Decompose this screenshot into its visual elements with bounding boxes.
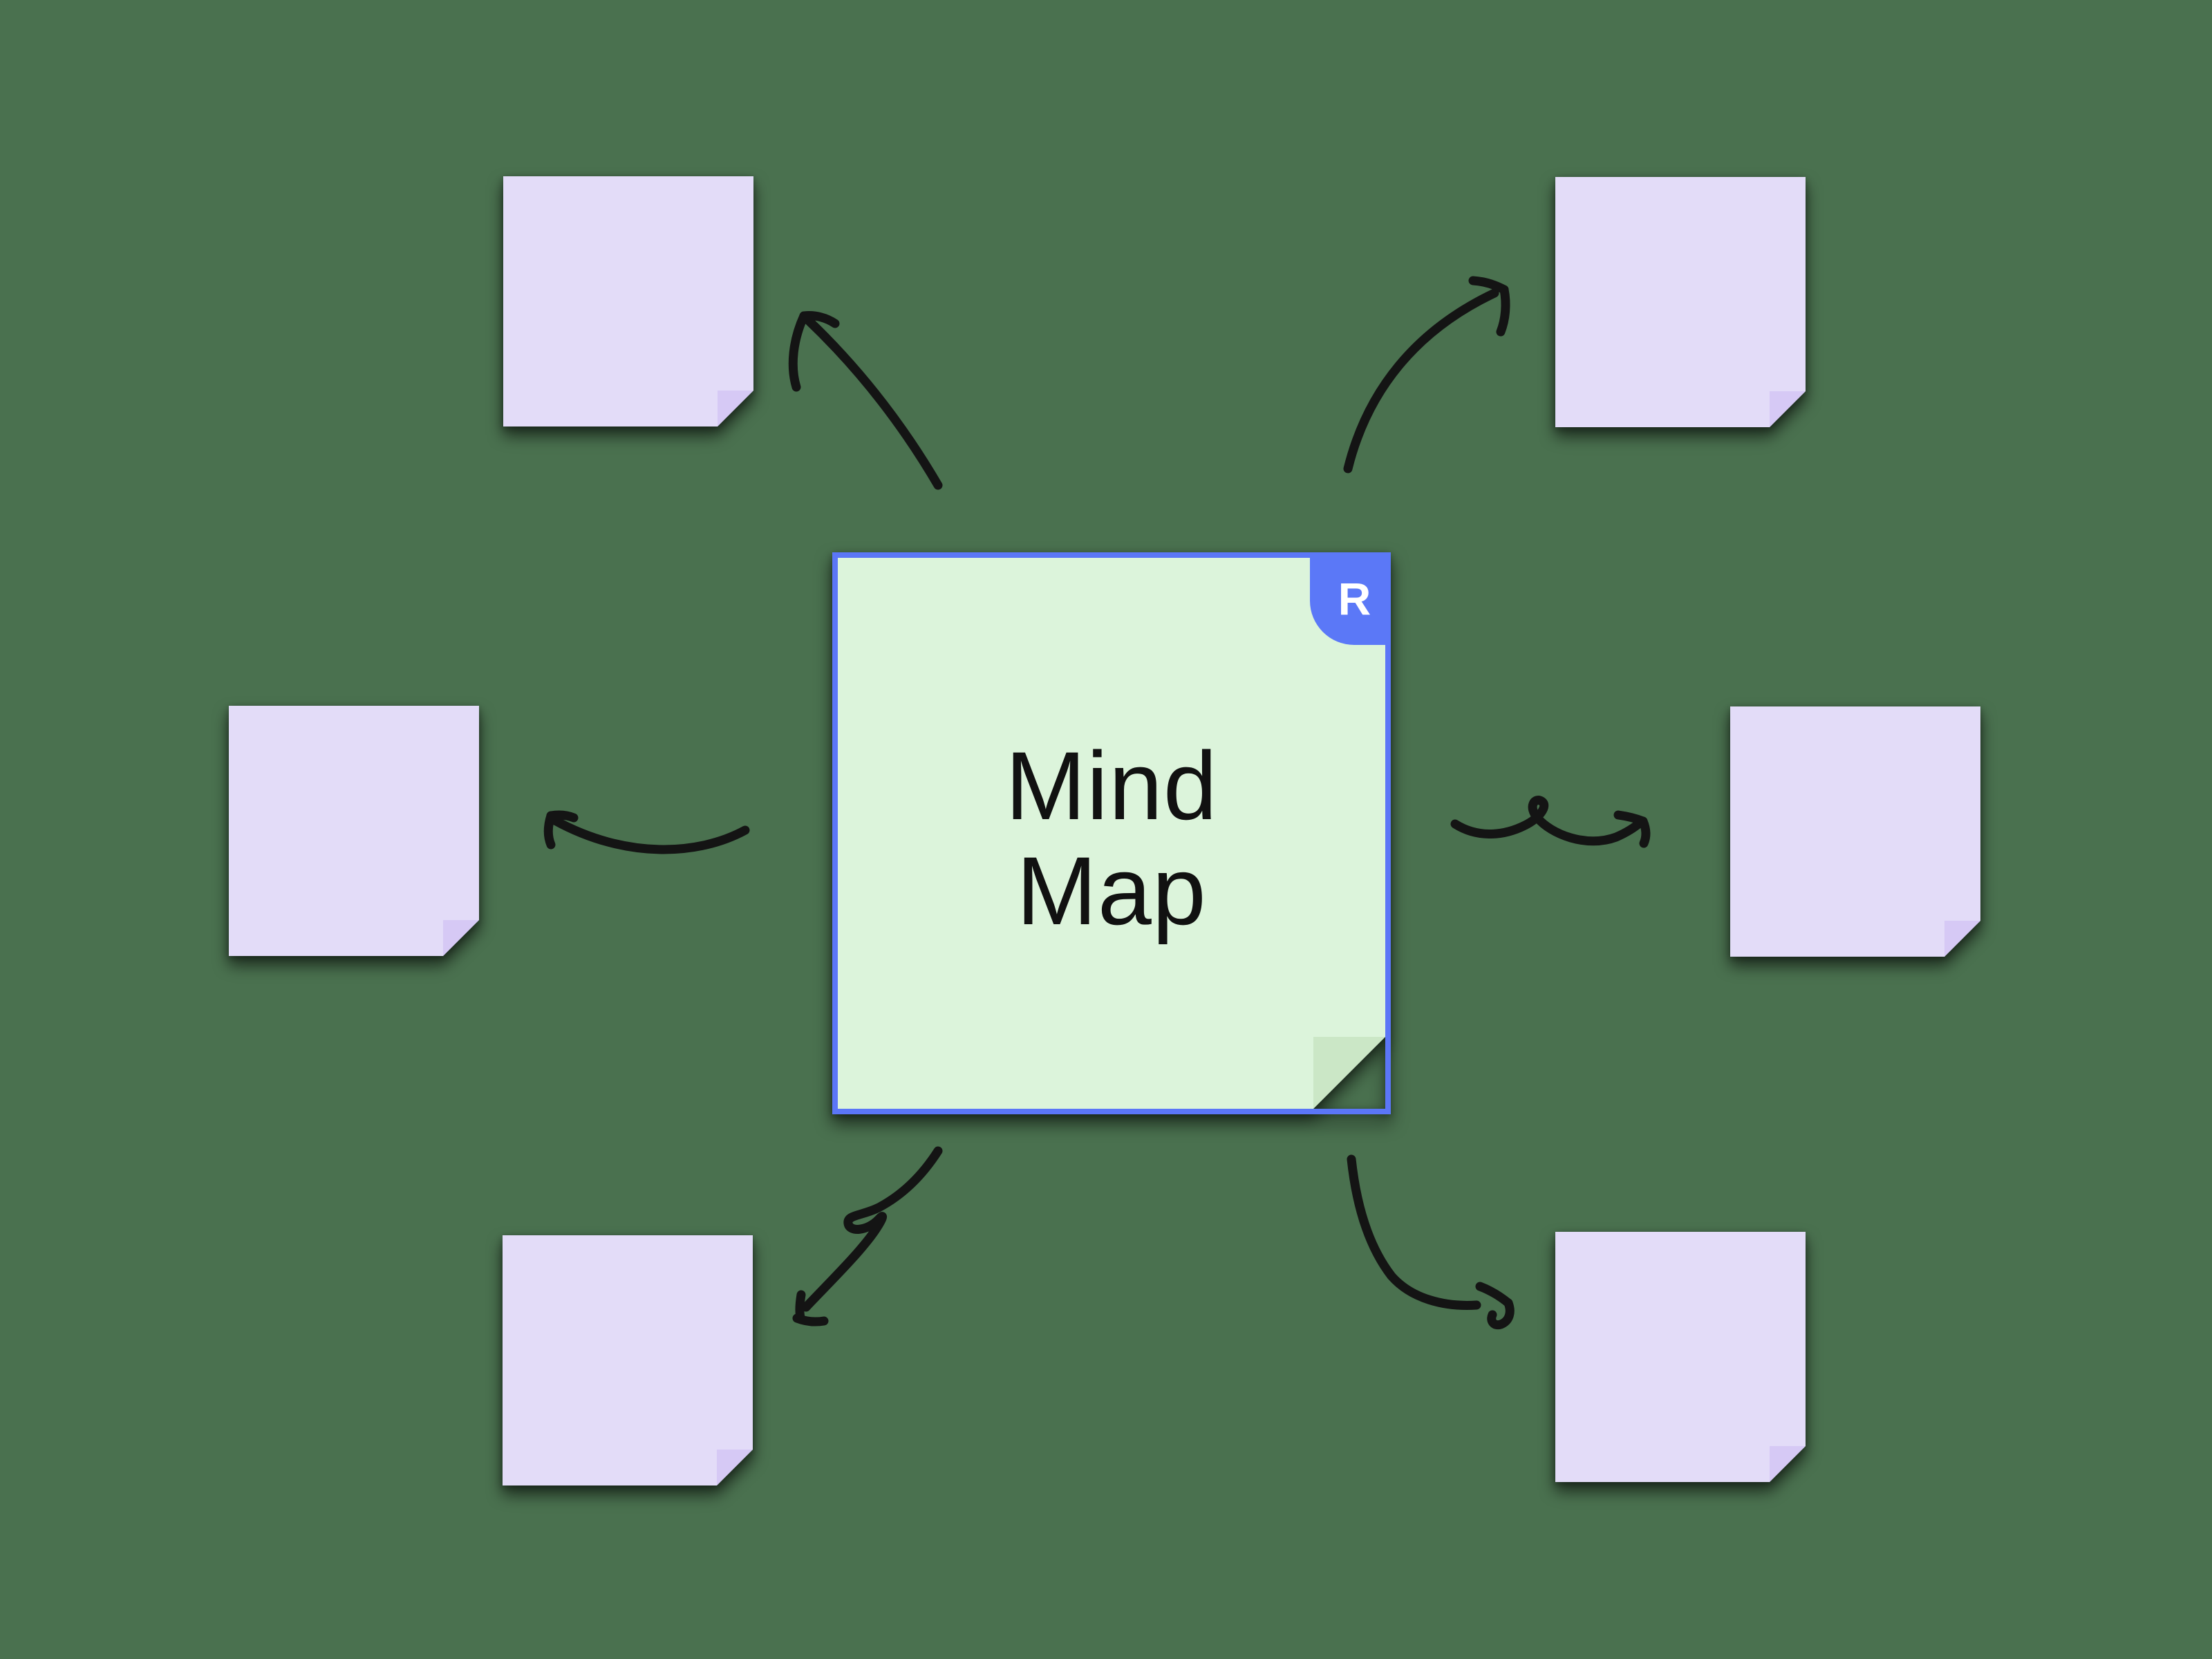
sticky-note-paper xyxy=(1555,177,1806,427)
sticky-note-right[interactable] xyxy=(1730,706,1980,957)
sticky-note-top-left[interactable] xyxy=(503,176,753,427)
connector-arrow-left[interactable] xyxy=(543,810,750,854)
folded-corner xyxy=(1770,1446,1806,1482)
connector-arrow-right[interactable] xyxy=(1450,796,1651,848)
connector-arrow-top-right[interactable] xyxy=(1343,276,1510,474)
sticky-note-paper xyxy=(229,706,479,956)
sticky-note-paper xyxy=(1730,706,1980,957)
note-label: Mind Map xyxy=(1005,731,1218,945)
sticky-note-paper xyxy=(1555,1232,1806,1482)
folded-corner xyxy=(1770,391,1806,427)
sticky-note-paper-center: Mind Map xyxy=(838,558,1385,1109)
author-initial: R xyxy=(1338,573,1371,624)
sticky-note-paper xyxy=(503,176,753,427)
connector-arrow-bottom-right[interactable] xyxy=(1347,1154,1515,1330)
sticky-note-top-right[interactable] xyxy=(1555,177,1806,427)
folded-corner xyxy=(1944,921,1980,957)
folded-corner xyxy=(717,1450,753,1485)
author-badge: R xyxy=(1310,552,1391,645)
sticky-note-bottom-right[interactable] xyxy=(1555,1232,1806,1482)
connector-arrow-bottom-left[interactable] xyxy=(792,1146,943,1327)
sticky-note-bottom-left[interactable] xyxy=(503,1235,753,1485)
sticky-note-left[interactable] xyxy=(229,706,479,956)
sticky-note-paper xyxy=(503,1235,753,1485)
sticky-note-center[interactable]: Mind Map R xyxy=(832,552,1391,1114)
connector-arrow-top-left[interactable] xyxy=(788,311,943,490)
folded-corner xyxy=(718,391,753,427)
folded-corner xyxy=(443,920,479,956)
selection-border xyxy=(832,552,1391,1114)
